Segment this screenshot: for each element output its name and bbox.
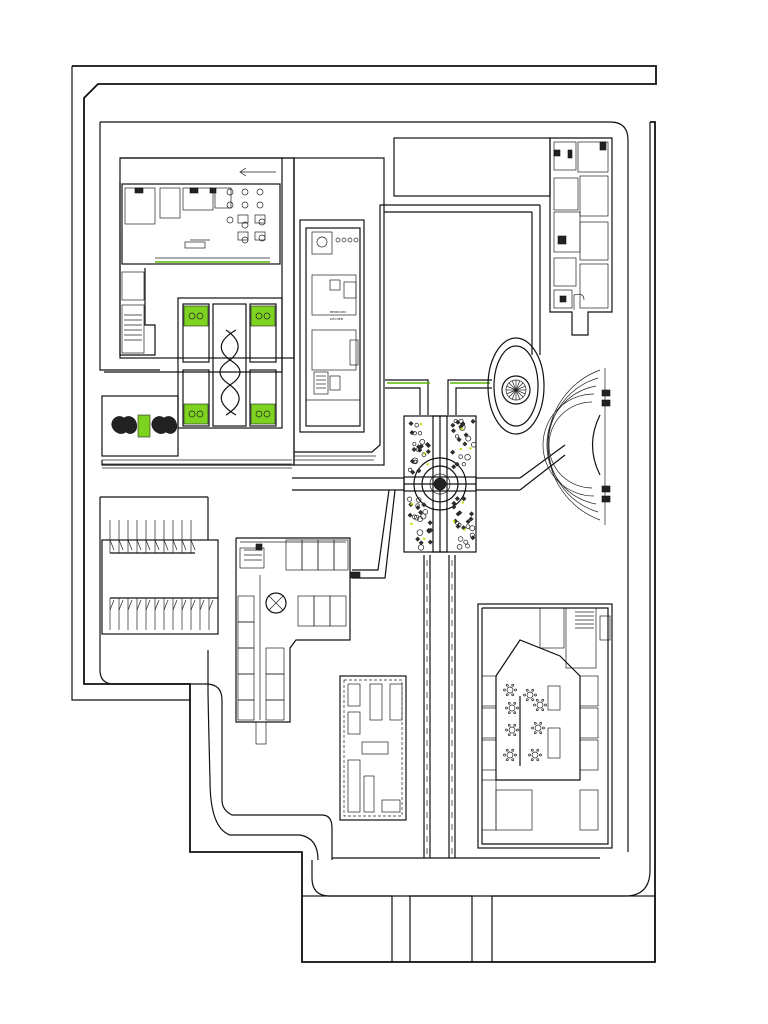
internal-road [99,121,651,897]
top-right-building [393,137,613,336]
room-label-bedroom: BEDROOM [330,310,346,314]
sw-building [235,537,361,745]
parking-lot [101,520,219,635]
roundabout-fountain [487,337,545,435]
central-plaza [403,415,477,553]
south-entrance-blocks [301,895,656,963]
center-left-building: BEDROOM KITCHEN [293,157,385,466]
south-center-block [339,675,407,821]
site-boundary [71,65,657,963]
amphitheater [542,368,611,525]
left-decor [101,395,292,469]
se-building [477,603,613,849]
room-label-kitchen: KITCHEN [330,317,343,321]
courtyard-garden [177,297,283,429]
